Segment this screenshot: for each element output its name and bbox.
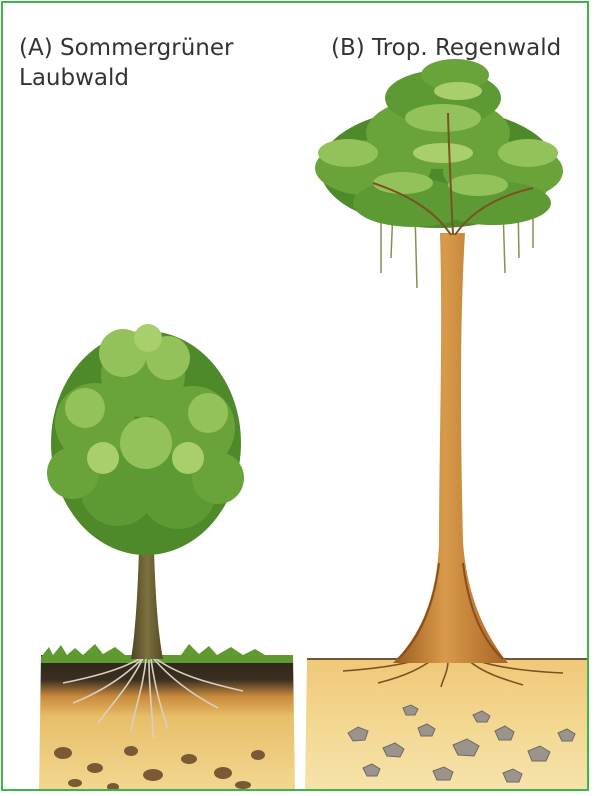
trees-illustration — [3, 3, 589, 791]
soil-a — [39, 655, 295, 791]
trunk-b — [393, 233, 508, 663]
crown-b — [315, 59, 563, 228]
deciduous-tree-illustration — [39, 324, 295, 791]
grass-a — [41, 644, 293, 663]
rainforest-tree-illustration — [305, 59, 589, 791]
crown-a — [47, 324, 244, 555]
